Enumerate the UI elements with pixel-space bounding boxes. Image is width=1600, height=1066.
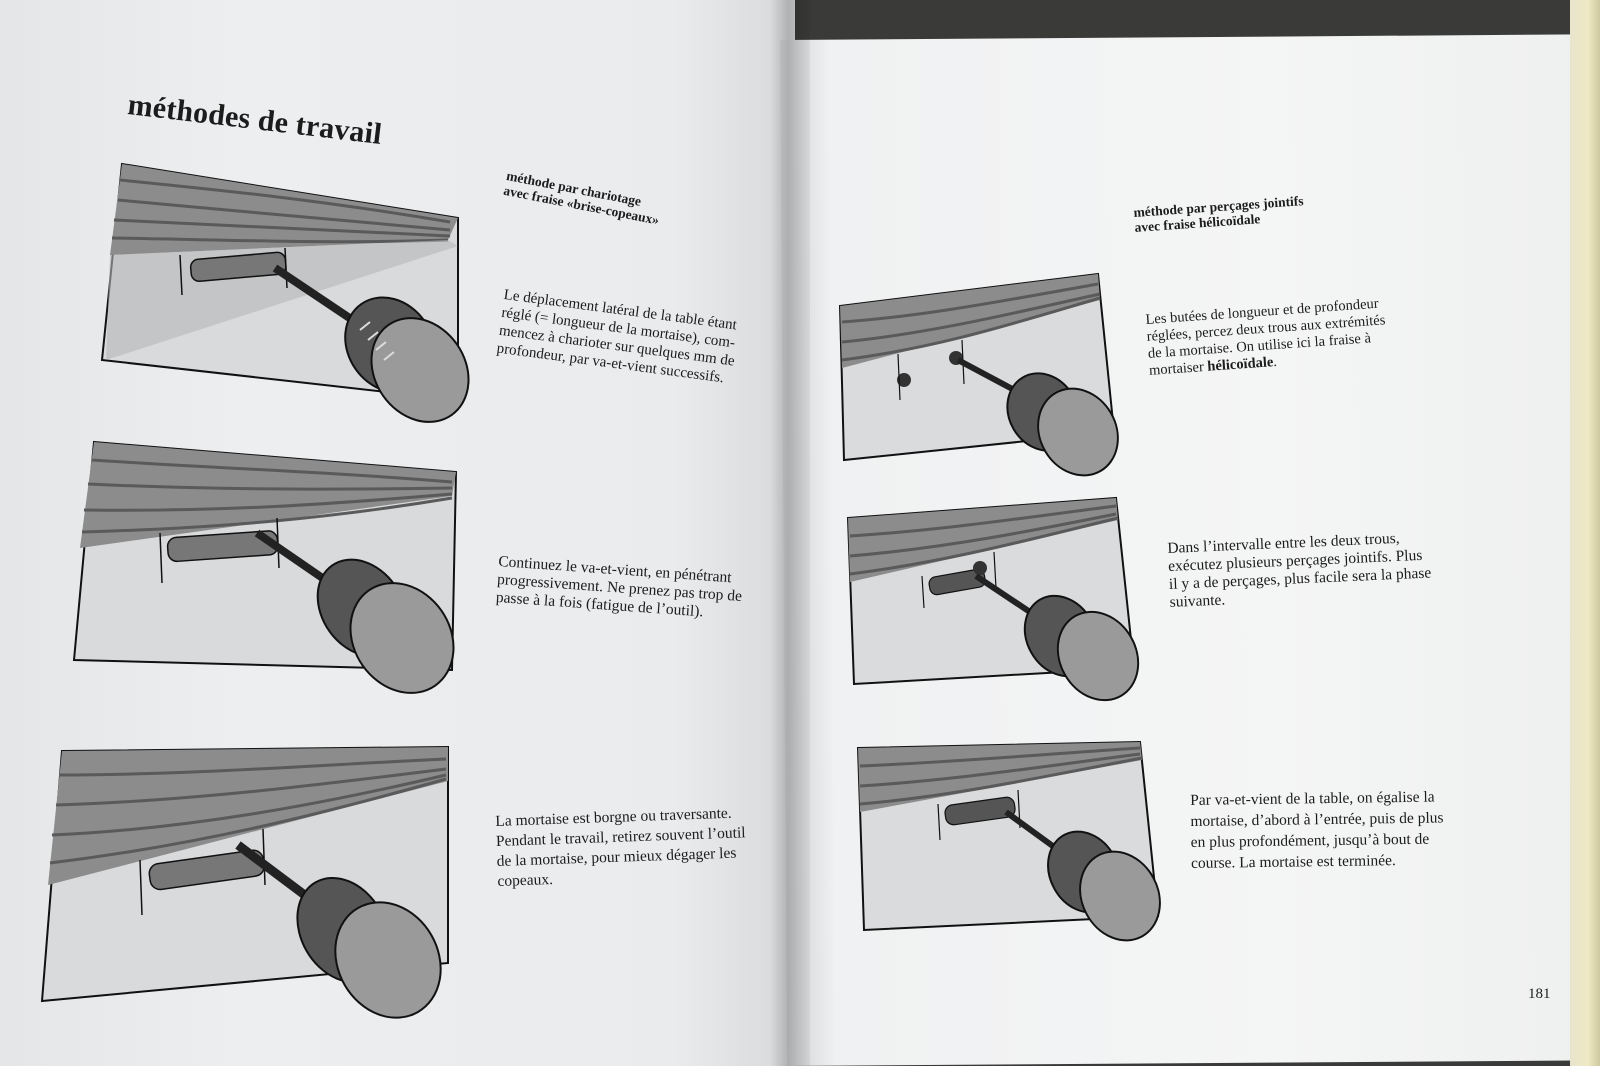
drill-holes-drawing [838,272,1119,477]
text-fragment: mortaiser [1148,358,1208,379]
right-step-2-text: Dans l’intervalle entre les deux trous, … [1167,529,1432,612]
drill-mortise-drawing [72,440,458,694]
illustration-left-1 [100,160,470,423]
text-line: en plus profondément, jusqu’à bout de [1190,830,1430,851]
illustration-right-1 [838,272,1119,477]
left-step-3-text: La mortaise est borgne ou traversante. P… [495,803,747,892]
drill-mortise-drawing [100,162,470,423]
drill-holes-drawing [846,496,1140,702]
illustration-right-3 [856,740,1161,942]
drill-mortise-drawing [40,745,449,1019]
book-cover-edge [1570,0,1600,1066]
text-fragment: . [1272,353,1278,371]
book-gutter [770,0,810,1066]
page-number: 181 [1528,986,1551,1002]
illustration-left-2 [72,438,460,694]
bold-term: hélicoïdale [1206,354,1274,375]
illustration-left-3 [38,745,450,1019]
right-step-3-text: Par va-et-vient de la table, on égalise … [1190,786,1444,874]
illustration-right-2 [846,496,1140,702]
text-line: course. La mortaise est terminée. [1190,852,1396,872]
drill-mortise-drawing [856,740,1161,942]
